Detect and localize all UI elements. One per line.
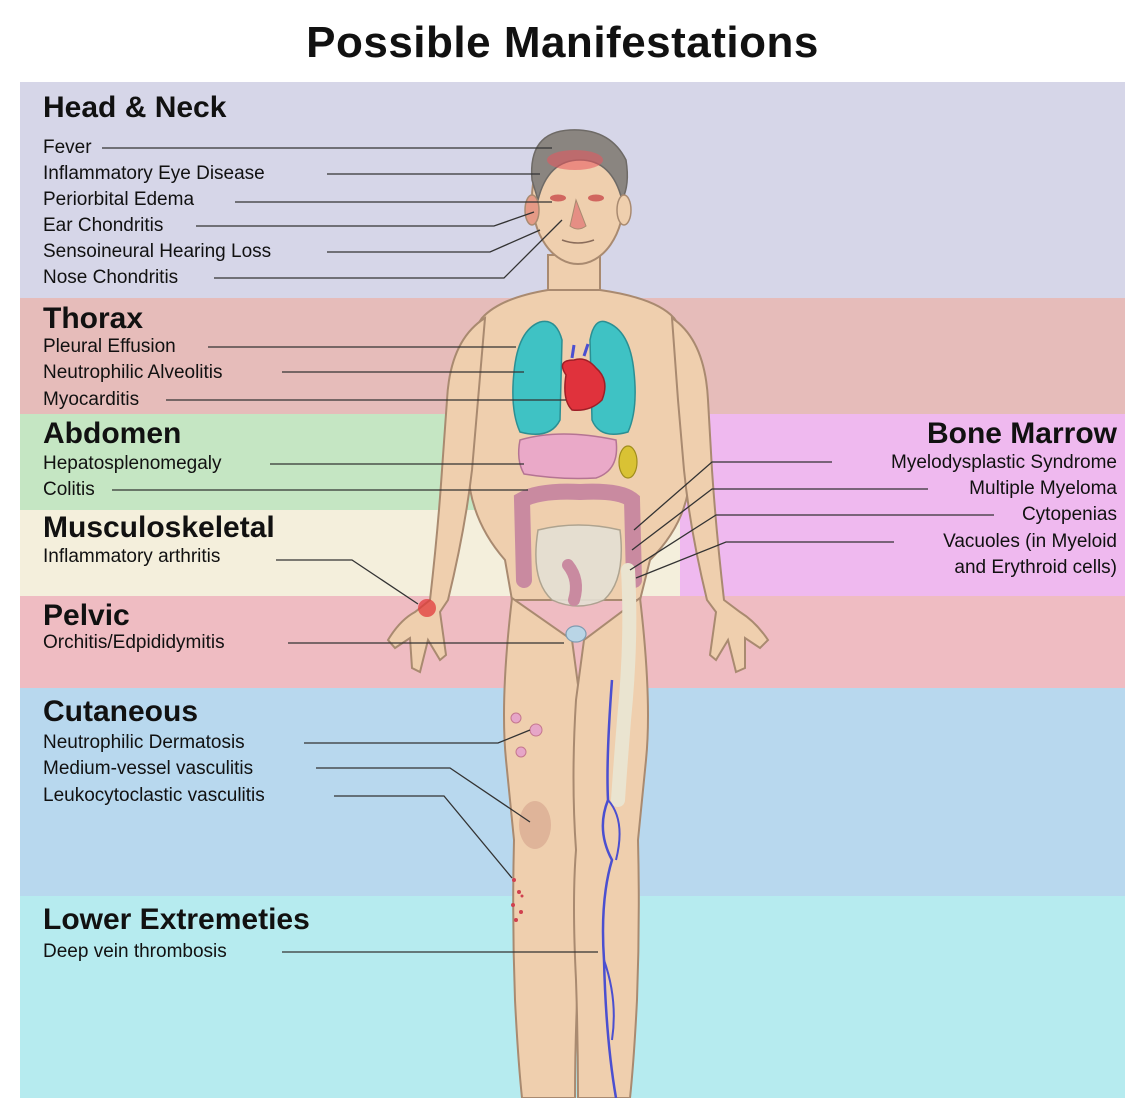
spleen [619,446,637,478]
label-colitis: Colitis [43,479,95,501]
label-vacuoles-line1: Vacuoles (in Myeloid [943,531,1117,553]
body-silhouette [388,132,768,1098]
heading-bone-marrow: Bone Marrow [927,417,1117,451]
label-myelodysplastic-syndrome: Myelodysplastic Syndrome [891,452,1117,474]
label-nose-chondritis: Nose Chondritis [43,267,178,289]
label-myocarditis: Myocarditis [43,389,139,411]
liver [519,434,617,479]
label-deep-vein-thrombosis: Deep vein thrombosis [43,941,227,963]
label-hearing-loss: Sensoineural Hearing Loss [43,241,271,263]
label-fever: Fever [43,137,92,159]
heading-abdomen: Abdomen [43,417,181,451]
heading-pelvic: Pelvic [43,599,130,633]
label-leukocytoclastic-vasculitis: Leukocytoclastic vasculitis [43,785,265,807]
label-periorbital-edema: Periorbital Edema [43,189,194,211]
heading-head-neck: Head & Neck [43,91,226,125]
label-hepatosplenomegaly: Hepatosplenomegaly [43,453,222,475]
eye-right [588,195,604,202]
heading-lower-extremeties: Lower Extremeties [43,903,310,937]
heading-thorax: Thorax [43,302,143,336]
label-orchitis: Orchitis/Edpididymitis [43,632,225,654]
heading-musculoskeletal: Musculoskeletal [43,511,275,545]
label-neutrophilic-dermatosis: Neutrophilic Dermatosis [43,732,245,754]
heading-cutaneous: Cutaneous [43,695,198,729]
label-cytopenias: Cytopenias [1022,504,1117,526]
page-title: Possible Manifestations [0,18,1125,68]
label-multiple-myeloma: Multiple Myeloma [969,478,1117,500]
label-neutrophilic-alveolitis: Neutrophilic Alveolitis [43,362,223,384]
label-inflammatory-arthritis: Inflammatory arthritis [43,546,220,568]
ear-right [617,195,631,225]
label-pleural-effusion: Pleural Effusion [43,336,176,358]
label-medium-vessel-vasculitis: Medium-vessel vasculitis [43,758,253,780]
label-vacuoles-line2: and Erythroid cells) [954,557,1117,579]
label-inflammatory-eye-disease: Inflammatory Eye Disease [43,163,265,185]
knee-vasculitis [519,801,551,849]
label-ear-chondritis: Ear Chondritis [43,215,163,237]
ear-left [525,195,539,225]
fever-mark [547,150,603,170]
eye-left [550,195,566,202]
testes [566,626,586,642]
wrist-inflammation [418,599,436,617]
